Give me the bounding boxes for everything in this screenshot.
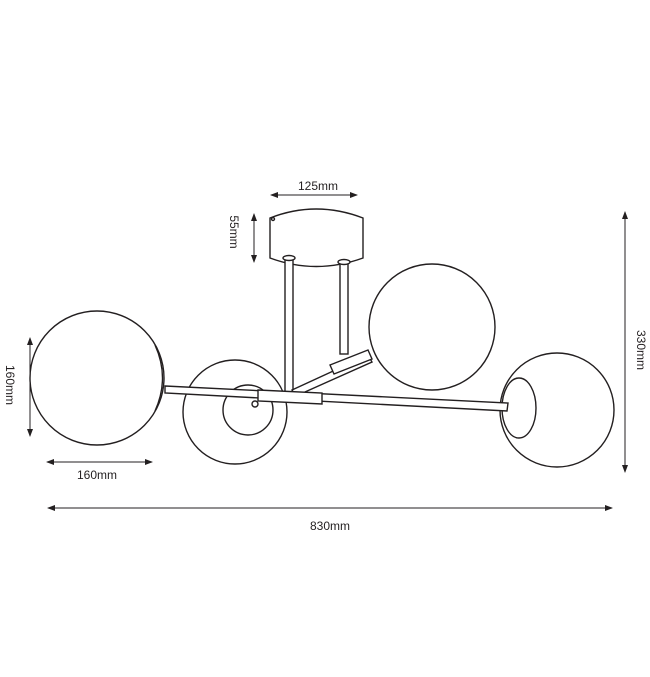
globe-width-label: 160mm xyxy=(77,468,117,482)
canopy-width-label: 125mm xyxy=(298,179,338,193)
canopy-height-label: 55mm xyxy=(227,215,241,248)
total-height-label: 330mm xyxy=(634,330,648,370)
support-rods xyxy=(282,254,351,394)
dimension-canopy-width: 125mm xyxy=(270,179,358,198)
dimension-total-width: 830mm xyxy=(47,505,613,533)
globe-upper-right xyxy=(368,263,496,391)
globe-height-label: 160mm xyxy=(3,365,17,405)
dimension-globe-width: 160mm xyxy=(46,459,153,482)
dimension-globe-height: 160mm xyxy=(3,337,33,437)
dimension-canopy-height: 55mm xyxy=(227,213,257,263)
globe-center-left xyxy=(182,359,288,465)
globe-right xyxy=(499,352,615,468)
total-width-label: 830mm xyxy=(310,519,350,533)
dimension-total-height: 330mm xyxy=(622,211,648,473)
globe-far-left xyxy=(29,310,165,446)
lamp-arms xyxy=(164,349,509,412)
